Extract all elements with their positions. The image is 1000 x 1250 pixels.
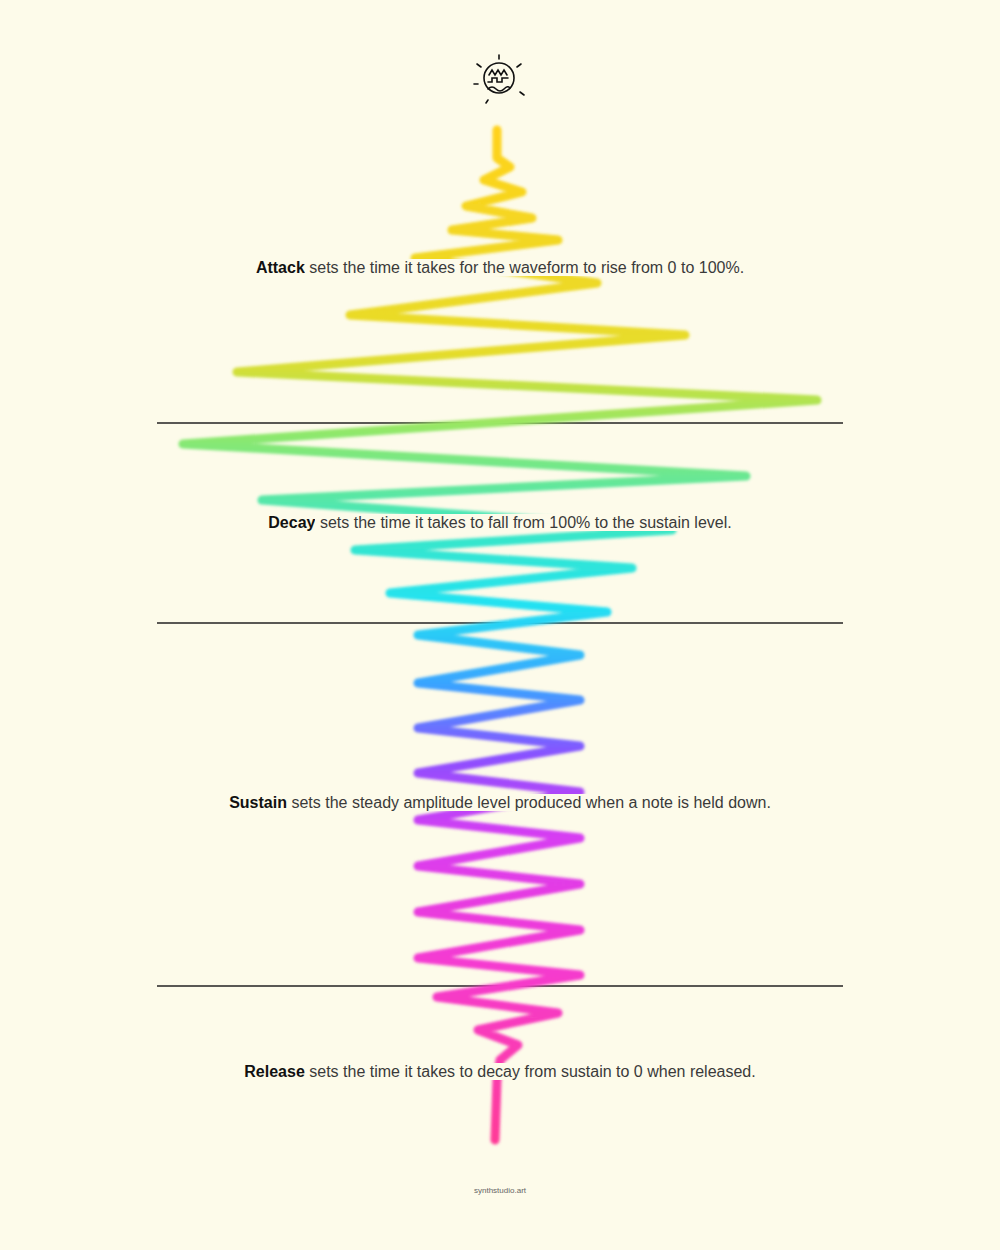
stage-description: sets the time it takes to fall from 100%…: [320, 514, 735, 531]
stage-description: sets the steady amplitude level produced…: [291, 794, 773, 811]
description-line: Sustain sets the steady amplitude level …: [0, 793, 1000, 813]
watermark: synthstudio.art: [472, 1186, 528, 1195]
stage-name: Sustain: [226, 794, 287, 811]
envelope-waveform: [183, 130, 817, 1140]
description-line: Attack sets the time it takes for the wa…: [0, 258, 1000, 278]
description-line: Decay sets the time it takes to fall fro…: [0, 513, 1000, 533]
footer-line: synthstudio.art: [0, 1179, 1000, 1197]
stage-name: Release: [241, 1063, 305, 1080]
stage-name: Attack: [253, 259, 305, 276]
logo-icon: [474, 55, 524, 103]
stage-description: sets the time it takes for the waveform …: [309, 259, 747, 276]
stage-description: sets the time it takes to decay from sus…: [309, 1063, 758, 1080]
stage-name: Decay: [265, 514, 315, 531]
description-line: Release sets the time it takes to decay …: [0, 1062, 1000, 1082]
